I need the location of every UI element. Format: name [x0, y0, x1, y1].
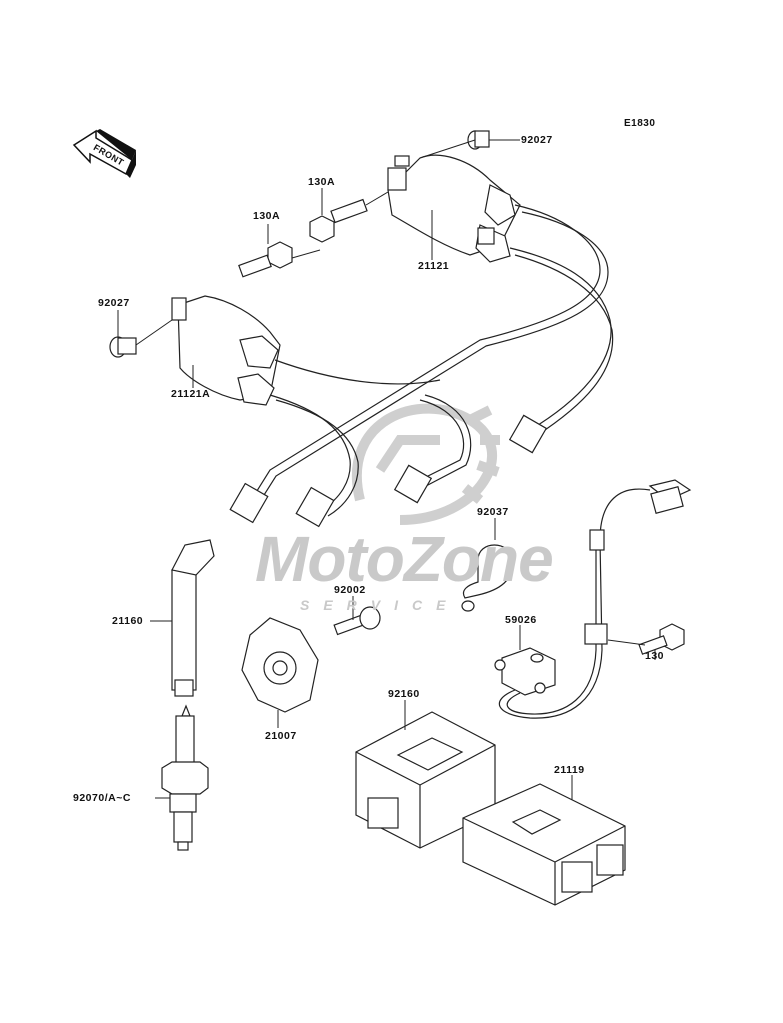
timing-rotor-21007 [241, 617, 319, 713]
ignition-coil-21121 [387, 154, 521, 263]
bolt-130 [638, 623, 685, 655]
screw-92002 [333, 606, 381, 636]
bolt-130A-lower [238, 241, 293, 278]
part-label-21119[interactable]: 21119 [554, 764, 585, 776]
pickup-sensor-59026 [494, 479, 692, 719]
part-label-92027-top[interactable]: 92027 [521, 134, 553, 146]
watermark-logo [351, 403, 500, 525]
part-label-92037[interactable]: 92037 [477, 506, 509, 518]
part-label-21121[interactable]: 21121 [418, 260, 450, 272]
clamp-92037 [461, 544, 514, 612]
part-label-130A-lower[interactable]: 130A [253, 210, 281, 222]
cap-92027-top [467, 130, 490, 150]
ignition-leads [229, 204, 614, 528]
watermark-tagline: SERVICE [300, 597, 460, 613]
part-label-92027-left[interactable]: 92027 [98, 297, 130, 309]
part-label-21160[interactable]: 21160 [112, 615, 144, 627]
leader-lines [117, 139, 656, 800]
part-label-92160[interactable]: 92160 [388, 688, 420, 700]
spark-plug-cap-21160 [171, 539, 215, 697]
ignition-coil-21121A [171, 295, 281, 406]
part-label-130[interactable]: 130 [645, 650, 665, 662]
part-label-130A-upper[interactable]: 130A [308, 176, 336, 188]
bolt-130A-upper [309, 198, 368, 243]
front-arrow-icon [72, 129, 136, 178]
watermark-brand: MotoZone [255, 523, 554, 595]
part-label-92070[interactable]: 92070/A~C [73, 792, 131, 804]
diagram-code: E1830 [624, 118, 656, 129]
spark-plug-92070 [161, 704, 209, 851]
igniter-21119 [462, 783, 626, 906]
part-label-92002[interactable]: 92002 [334, 584, 366, 596]
part-label-21121A[interactable]: 21121A [171, 388, 211, 400]
part-label-59026[interactable]: 59026 [505, 614, 537, 626]
part-label-21007[interactable]: 21007 [265, 730, 297, 742]
cover-92160 [355, 711, 496, 849]
cap-92027-left [109, 336, 137, 358]
